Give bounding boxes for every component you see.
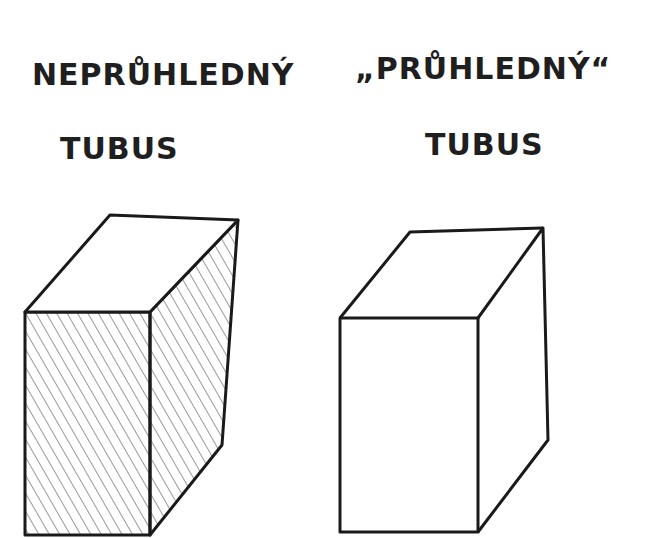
opaque-tube [25, 215, 238, 535]
top-face [340, 228, 543, 318]
transparent-tube [340, 228, 548, 532]
handwritten-label: „PRŮHLEDNÝ“ [355, 52, 611, 85]
side-face [478, 228, 548, 532]
top-face [25, 215, 238, 312]
front-face [25, 312, 150, 535]
front-face [340, 318, 478, 532]
handwritten-label: TUBUS [60, 132, 179, 165]
handwritten-label: NEPRŮHLEDNÝ [32, 58, 295, 91]
handwritten-label: TUBUS [425, 128, 544, 161]
